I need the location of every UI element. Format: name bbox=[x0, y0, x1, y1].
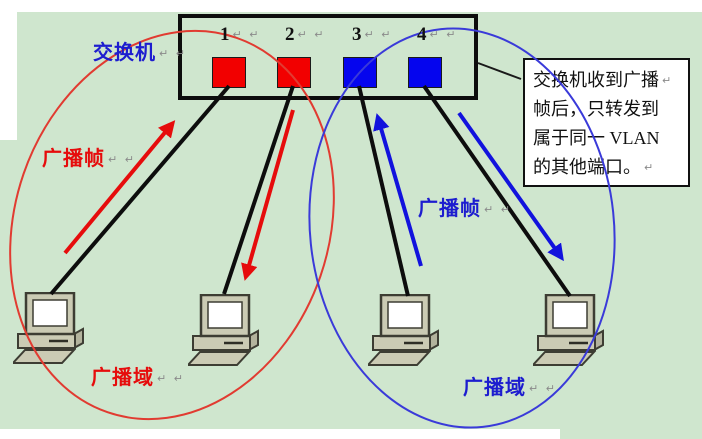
diagram-background-corner bbox=[560, 429, 702, 439]
switch-port-1 bbox=[212, 57, 246, 88]
port-number-text: 2 bbox=[285, 24, 295, 45]
port-2-number: 2↵ ↵ bbox=[285, 24, 325, 46]
computer-icon-1 bbox=[13, 292, 89, 366]
paragraph-mark: ↵ bbox=[662, 74, 674, 87]
switch-label: 交换机↵ ↵ bbox=[93, 36, 187, 65]
broadcast-frame-label-left: 广播帧↵ ↵ bbox=[42, 142, 136, 171]
diagram-background-left bbox=[0, 140, 17, 429]
paragraph-mark: ↵ ↵ bbox=[484, 203, 512, 216]
paragraph-mark: ↵ ↵ bbox=[232, 28, 261, 41]
computer-icon-3 bbox=[368, 294, 444, 368]
callout-text: 帧后，只转发到 bbox=[533, 99, 659, 119]
callout-text: 属于同一 VLAN bbox=[533, 128, 660, 148]
label-text: 广播域 bbox=[91, 367, 154, 389]
paragraph-mark: ↵ ↵ bbox=[159, 47, 187, 60]
computer-icon-4 bbox=[533, 294, 609, 368]
callout-line: 帧后，只转发到 bbox=[533, 95, 680, 124]
callout-textbox: 交换机收到广播↵ 帧后，只转发到 属于同一 VLAN 的其他端口。↵ bbox=[523, 58, 690, 187]
port-number-text: 1 bbox=[220, 24, 230, 45]
switch-port-2 bbox=[277, 57, 311, 88]
callout-line: 的其他端口。↵ bbox=[533, 153, 680, 182]
port-3-number: 3↵ ↵ bbox=[352, 24, 392, 46]
callout-text: 的其他端口。 bbox=[533, 157, 641, 177]
callout-line: 交换机收到广播↵ bbox=[533, 66, 680, 95]
computer-icon-2 bbox=[188, 294, 264, 368]
port-number-text: 4 bbox=[417, 24, 427, 45]
label-text: 广播域 bbox=[463, 377, 526, 399]
switch-port-3 bbox=[343, 57, 377, 88]
paragraph-mark: ↵ ↵ bbox=[429, 28, 458, 41]
port-4-number: 4↵ ↵ bbox=[417, 24, 457, 46]
broadcast-domain-label-right: 广播域↵ ↵ bbox=[463, 371, 557, 400]
port-1-number: 1↵ ↵ bbox=[220, 24, 260, 46]
paragraph-mark: ↵ ↵ bbox=[529, 382, 557, 395]
broadcast-domain-label-left: 广播域↵ ↵ bbox=[91, 361, 185, 390]
paragraph-mark: ↵ ↵ bbox=[108, 153, 136, 166]
paragraph-mark: ↵ ↵ bbox=[157, 372, 185, 385]
callout-text: 交换机收到广播 bbox=[533, 70, 659, 90]
label-text: 广播帧 bbox=[42, 148, 105, 170]
broadcast-frame-label-right: 广播帧↵ ↵ bbox=[418, 192, 512, 221]
paragraph-mark: ↵ ↵ bbox=[364, 28, 393, 41]
switch-port-4 bbox=[408, 57, 442, 88]
paragraph-mark: ↵ ↵ bbox=[297, 28, 326, 41]
switch-label-text: 交换机 bbox=[93, 42, 156, 64]
label-text: 广播帧 bbox=[418, 198, 481, 220]
callout-line: 属于同一 VLAN bbox=[533, 124, 680, 153]
paragraph-mark: ↵ bbox=[644, 161, 656, 174]
port-number-text: 3 bbox=[352, 24, 362, 45]
